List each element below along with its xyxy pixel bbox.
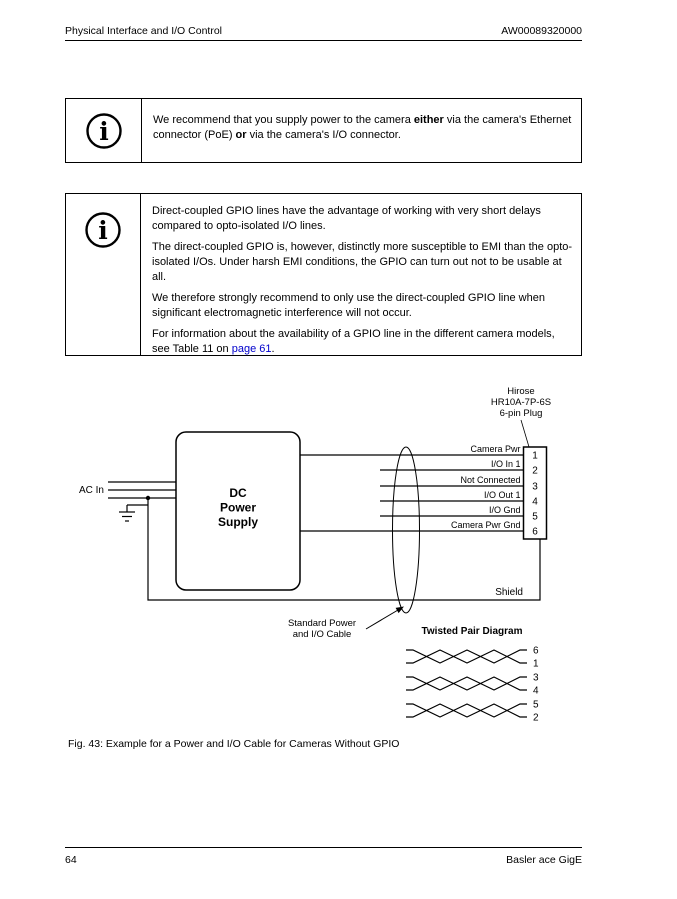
svg-text:Hirose: Hirose [507,386,534,397]
svg-text:i: i [98,216,108,245]
svg-text:DC: DC [229,486,247,500]
connector-pin-labels: Camera Pwr I/O In 1 Not Connected I/O Ou… [451,444,521,530]
note-paragraph: Direct-coupled GPIO lines have the advan… [152,205,541,232]
header-section-title: Physical Interface and I/O Control [65,25,222,37]
note-icon-cell: i [66,99,142,162]
svg-text:HR10A-7P-6S: HR10A-7P-6S [491,397,551,408]
cable-arrow-line [365,609,399,630]
wires [300,454,524,532]
pin-label: Not Connected [460,475,520,485]
twisted-pair-number: 6 [533,646,539,657]
note-box-gpio: i Direct-coupled GPIO lines have the adv… [65,193,582,356]
pin-number: 2 [532,466,538,477]
note-icon-cell: i [66,194,141,355]
header-document-id: AW00089320000 [501,25,582,37]
svg-text:i: i [99,117,109,146]
power-io-cable-diagram: Hirose HR10A-7P-6S 6-pin Plug 1 2 3 4 5 … [79,386,551,724]
ac-in-label: AC In [79,485,104,496]
twisted-pair-1 [406,649,527,664]
footer-document-title: Basler ace GigE [506,854,582,866]
svg-text:6-pin Plug: 6-pin Plug [500,408,543,419]
pin-number: 1 [532,451,538,462]
shield-label: Shield [495,587,523,598]
twisted-pair-2 [406,676,527,691]
note-paragraph: The direct-coupled GPIO is, however, dis… [152,241,573,283]
note-paragraph: We therefore strongly recommend to only … [152,292,545,319]
svg-text:and I/O Cable: and I/O Cable [293,629,352,640]
pin-label: I/O Out 1 [484,490,521,500]
cable-ellipse [392,446,420,614]
info-icon: i [85,112,122,149]
info-icon: i [85,212,121,248]
twisted-pair-number: 3 [533,673,539,684]
connector-label: Hirose HR10A-7P-6S 6-pin Plug [491,386,551,448]
shield-line [147,498,541,601]
pin-number: 3 [532,482,538,493]
footer-rule [65,847,582,848]
twisted-pairs [406,649,527,718]
note-paragraph: For information about the availability o… [152,328,555,355]
twisted-pair-number: 1 [533,659,539,670]
pin-number: 5 [532,512,538,523]
svg-text:Standard Power: Standard Power [288,618,356,629]
cable-arrow-head [395,606,404,614]
note-text: We recommend that you supply power to th… [142,99,581,162]
note-paragraph: We recommend that you supply power to th… [153,113,572,141]
figure-caption: Fig. 43: Example for a Power and I/O Cab… [68,738,400,750]
pin-number: 6 [532,527,538,538]
footer-page-number: 64 [65,854,77,866]
pin-label: I/O Gnd [489,505,521,515]
ac-input-lines [108,481,176,499]
connector-pin-numbers: 1 2 3 4 5 6 [532,451,538,538]
twisted-pair-3 [406,703,527,718]
header-rule [65,40,582,41]
twisted-pair-3 [406,703,527,718]
cable-callout: Standard Power and I/O Cable [288,606,404,640]
twisted-pair-number: 4 [533,686,539,697]
pin-label: Camera Pwr Gnd [451,520,521,530]
twisted-pair-number: 2 [533,713,539,724]
pin-label: I/O In 1 [491,459,521,469]
connector-body [522,446,548,540]
ground-symbol [119,495,151,522]
twisted-pair-number: 5 [533,700,539,711]
twisted-pair-1 [406,649,527,664]
pin-number: 4 [532,497,538,508]
twisted-pair-2 [406,676,527,691]
page-61-link[interactable]: page 61 [231,343,272,355]
twisted-pair-title: Twisted Pair Diagram [422,626,523,637]
dc-power-supply-box [175,431,301,591]
note-text: Direct-coupled GPIO lines have the advan… [141,194,581,355]
twisted-pair-numbers: 6 1 3 4 5 2 [533,646,539,724]
pin-label: Camera Pwr [470,444,520,454]
dc-power-supply-label: DC Power Supply [218,486,258,529]
svg-text:Supply: Supply [218,515,258,529]
svg-text:Power: Power [220,501,256,515]
note-box-power-recommendation: i We recommend that you supply power to … [65,98,582,163]
connector-label-leader-line [520,419,530,448]
